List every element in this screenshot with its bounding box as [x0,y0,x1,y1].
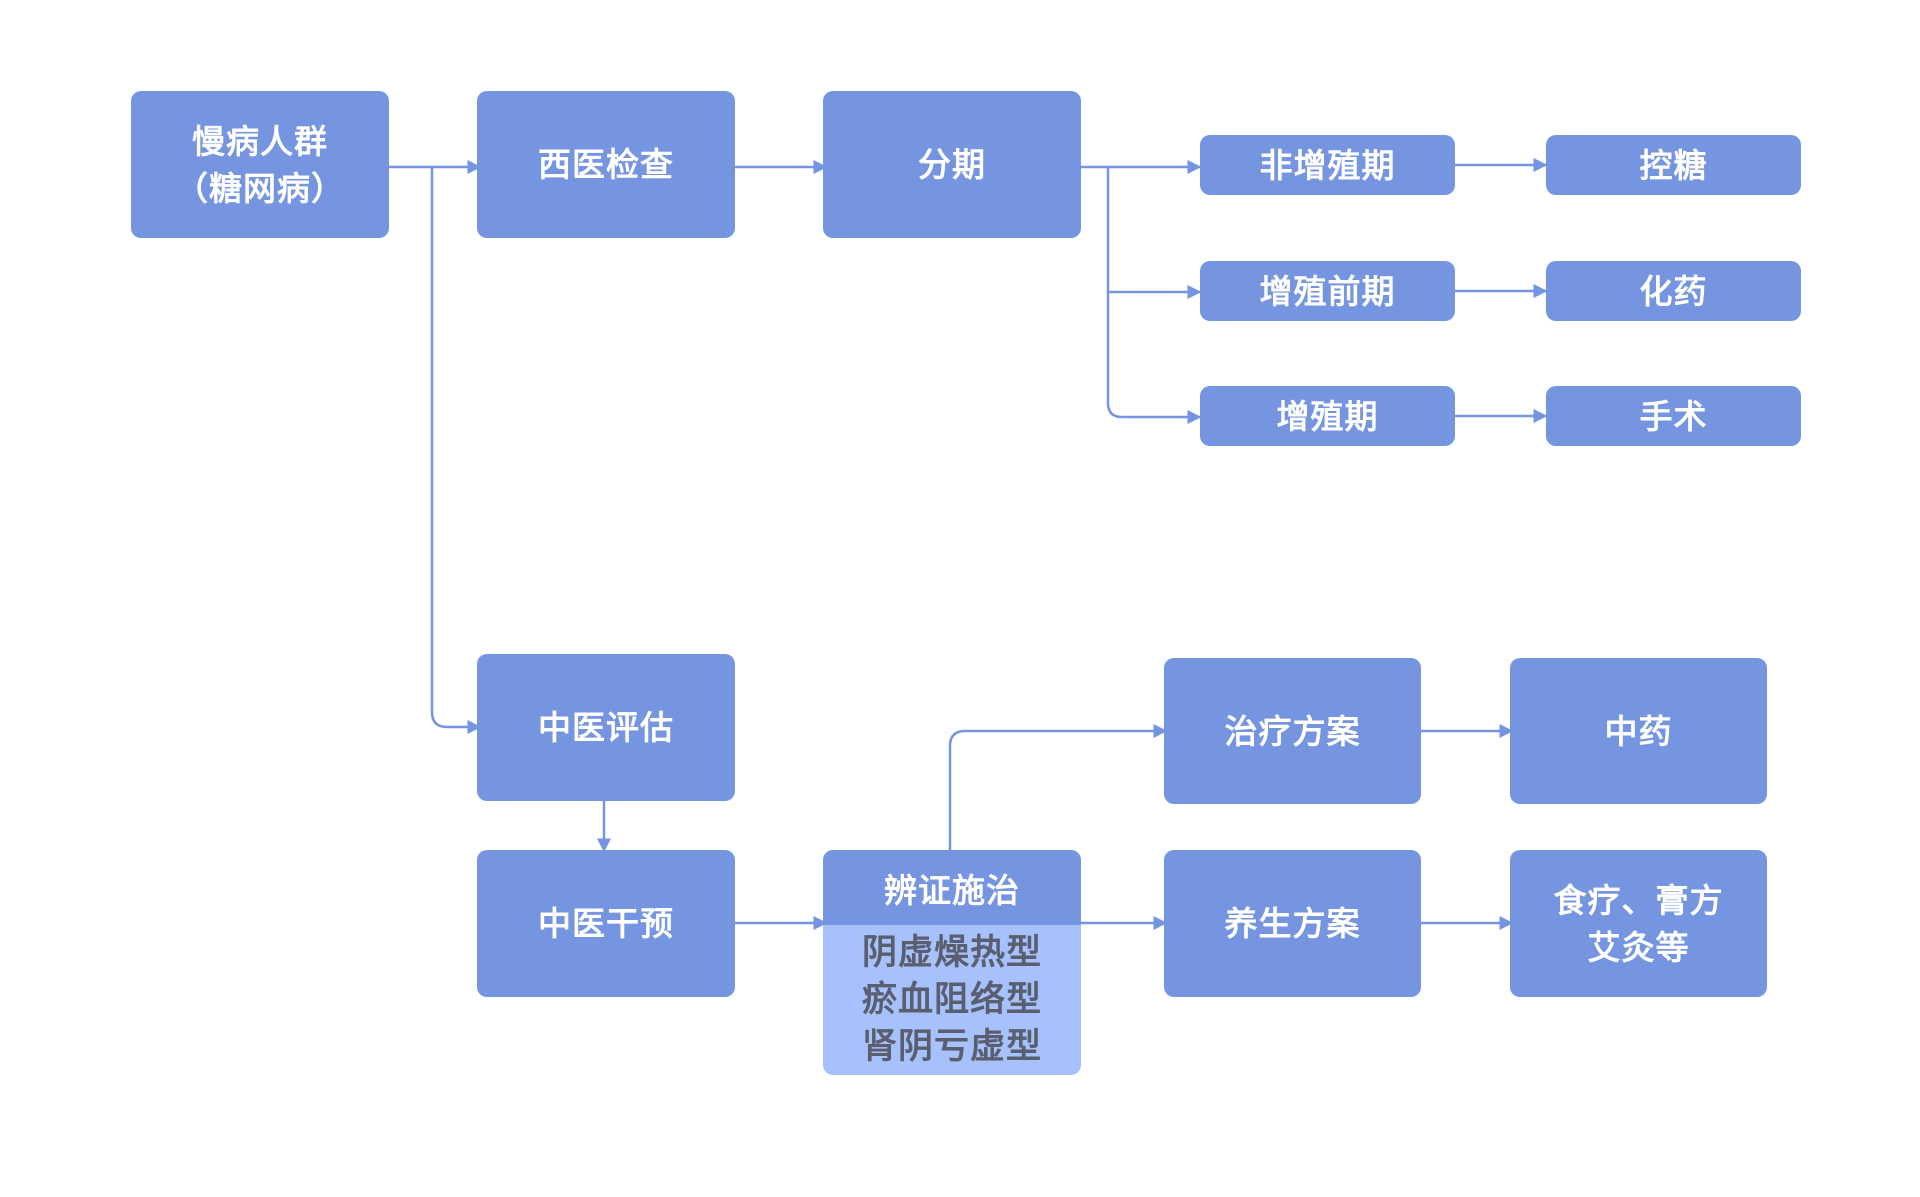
treatment-plan-node: 治疗方案 [1164,658,1421,804]
staging-node: 分期 [823,91,1081,238]
treatment-label: 控糖 [1639,145,1708,185]
tcm-assessment-node: 中医评估 [477,654,735,801]
syndrome-type-list: 阴虚燥热型 瘀血阻络型 肾阴亏虚型 [823,925,1081,1075]
treatment-label: 化药 [1639,271,1708,311]
stage-node-1: 非增殖期 [1200,135,1455,195]
root-node: 慢病人群 （糖网病） [131,91,389,238]
western-exam-label: 西医检查 [538,145,674,184]
connector-staging-to-stage-3 [1106,292,1202,424]
tcm-intervention-node: 中医干预 [477,850,735,997]
connector-differentiation-to-treatment-plan [948,724,1168,850]
treatment-label: 手术 [1639,396,1708,436]
stage-label: 增殖期 [1276,396,1379,436]
tcm-medicine-node: 中药 [1510,658,1767,804]
syndrome-differentiation-title: 辨证施治 [823,850,1081,925]
tcm-assessment-label: 中医评估 [538,708,674,747]
plan-result-label: 食疗、膏方 艾灸等 [1553,880,1724,967]
stage-label: 增殖前期 [1259,271,1396,311]
treatment-node-3: 手术 [1546,386,1801,446]
western-exam-node: 西医检查 [477,91,735,238]
syndrome-type: 阴虚燥热型 [861,932,1042,973]
syndrome-differentiation-node: 辨证施治 阴虚燥热型 瘀血阻络型 肾阴亏虚型 [823,850,1081,1075]
treatment-node-2: 化药 [1546,261,1801,321]
diet-therapy-node: 食疗、膏方 艾灸等 [1510,850,1767,997]
syndrome-type: 肾阴亏虚型 [861,1026,1042,1067]
staging-label: 分期 [918,145,986,184]
wellness-plan-node: 养生方案 [1164,850,1421,997]
connector-staging-to-stage-2 [1106,167,1202,299]
treatment-node-1: 控糖 [1546,135,1801,195]
plan-label: 养生方案 [1224,904,1361,943]
syndrome-type: 瘀血阻络型 [861,979,1042,1020]
stage-node-2: 增殖前期 [1200,261,1455,321]
connector-root-to-tcm-assessment [430,167,482,734]
tcm-intervention-label: 中医干预 [538,904,674,943]
stage-label: 非增殖期 [1259,145,1396,185]
plan-result-label: 中药 [1604,711,1673,751]
plan-label: 治疗方案 [1224,711,1361,751]
root-node-label: 慢病人群 （糖网病） [175,121,345,208]
stage-node-3: 增殖期 [1200,386,1455,446]
